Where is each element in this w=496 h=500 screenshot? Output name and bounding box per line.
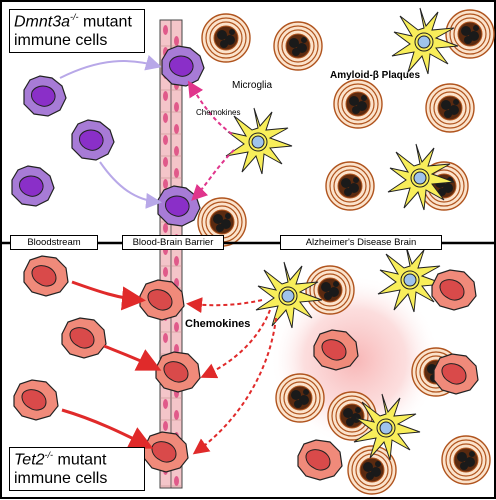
endothelial-nucleus: [174, 124, 179, 134]
bottom-mutation-superscript: -/-: [44, 450, 54, 460]
migration-arrows-top: [59, 55, 162, 209]
top-mutation-word: mutant: [78, 13, 132, 31]
endothelial-nucleus: [163, 223, 168, 233]
endothelial-nucleus: [174, 146, 179, 156]
endothelial-nucleus: [163, 113, 168, 123]
endothelial-nucleus: [174, 322, 179, 332]
endothelial-nucleus: [174, 36, 179, 46]
endothelial-nucleus: [174, 476, 179, 486]
bottom-mutation-gene: Tet2: [14, 451, 45, 469]
endothelial-nucleus: [174, 168, 179, 178]
endothelial-nucleus: [163, 157, 168, 167]
microglia-label: Microglia: [232, 80, 273, 91]
top-mutation-label: Dmnt3a-/- mutant immune cells: [9, 9, 145, 54]
endothelial-nucleus: [163, 399, 168, 409]
endothelial-nucleus: [163, 267, 168, 277]
migration-arrows-bottom: [61, 280, 162, 449]
endothelial-nucleus: [163, 333, 168, 343]
endothelial-nucleus: [163, 91, 168, 101]
top-mutation-gene: Dmnt3a: [14, 13, 71, 31]
top-mutation-superscript: -/-: [70, 12, 79, 22]
endothelial-nucleus: [163, 25, 168, 35]
bottom-mutation-word: mutant: [53, 451, 107, 469]
top-cells-label: immune cells: [14, 31, 108, 49]
endothelial-nucleus: [174, 344, 179, 354]
chemokine-arrows-top: [187, 80, 235, 201]
bottom-cells-label: immune cells: [14, 469, 108, 487]
top-chemokines-label: Chemokines: [196, 108, 241, 117]
endothelial-nucleus: [174, 256, 179, 266]
ad-brain-label: Alzheimer's Disease Brain: [280, 235, 442, 250]
bottom-mutation-label: Tet2-/- mutant immune cells: [9, 447, 145, 492]
endothelial-nucleus: [174, 102, 179, 112]
blood-brain-barrier-wall: [159, 19, 183, 489]
endothelial-nucleus: [163, 135, 168, 145]
plaques-label: Amyloid-β Plaques: [330, 70, 421, 81]
endothelial-nucleus: [163, 179, 168, 189]
bloodstream-label: Bloodstream: [10, 235, 98, 250]
bbb-label: Blood-Brain Barrier: [122, 235, 224, 250]
endothelial-nucleus: [174, 410, 179, 420]
chemokine-arrows-bottom: [186, 297, 277, 455]
bottom-chemokines-label: Chemokines: [185, 318, 251, 330]
endothelial-nucleus: [163, 421, 168, 431]
